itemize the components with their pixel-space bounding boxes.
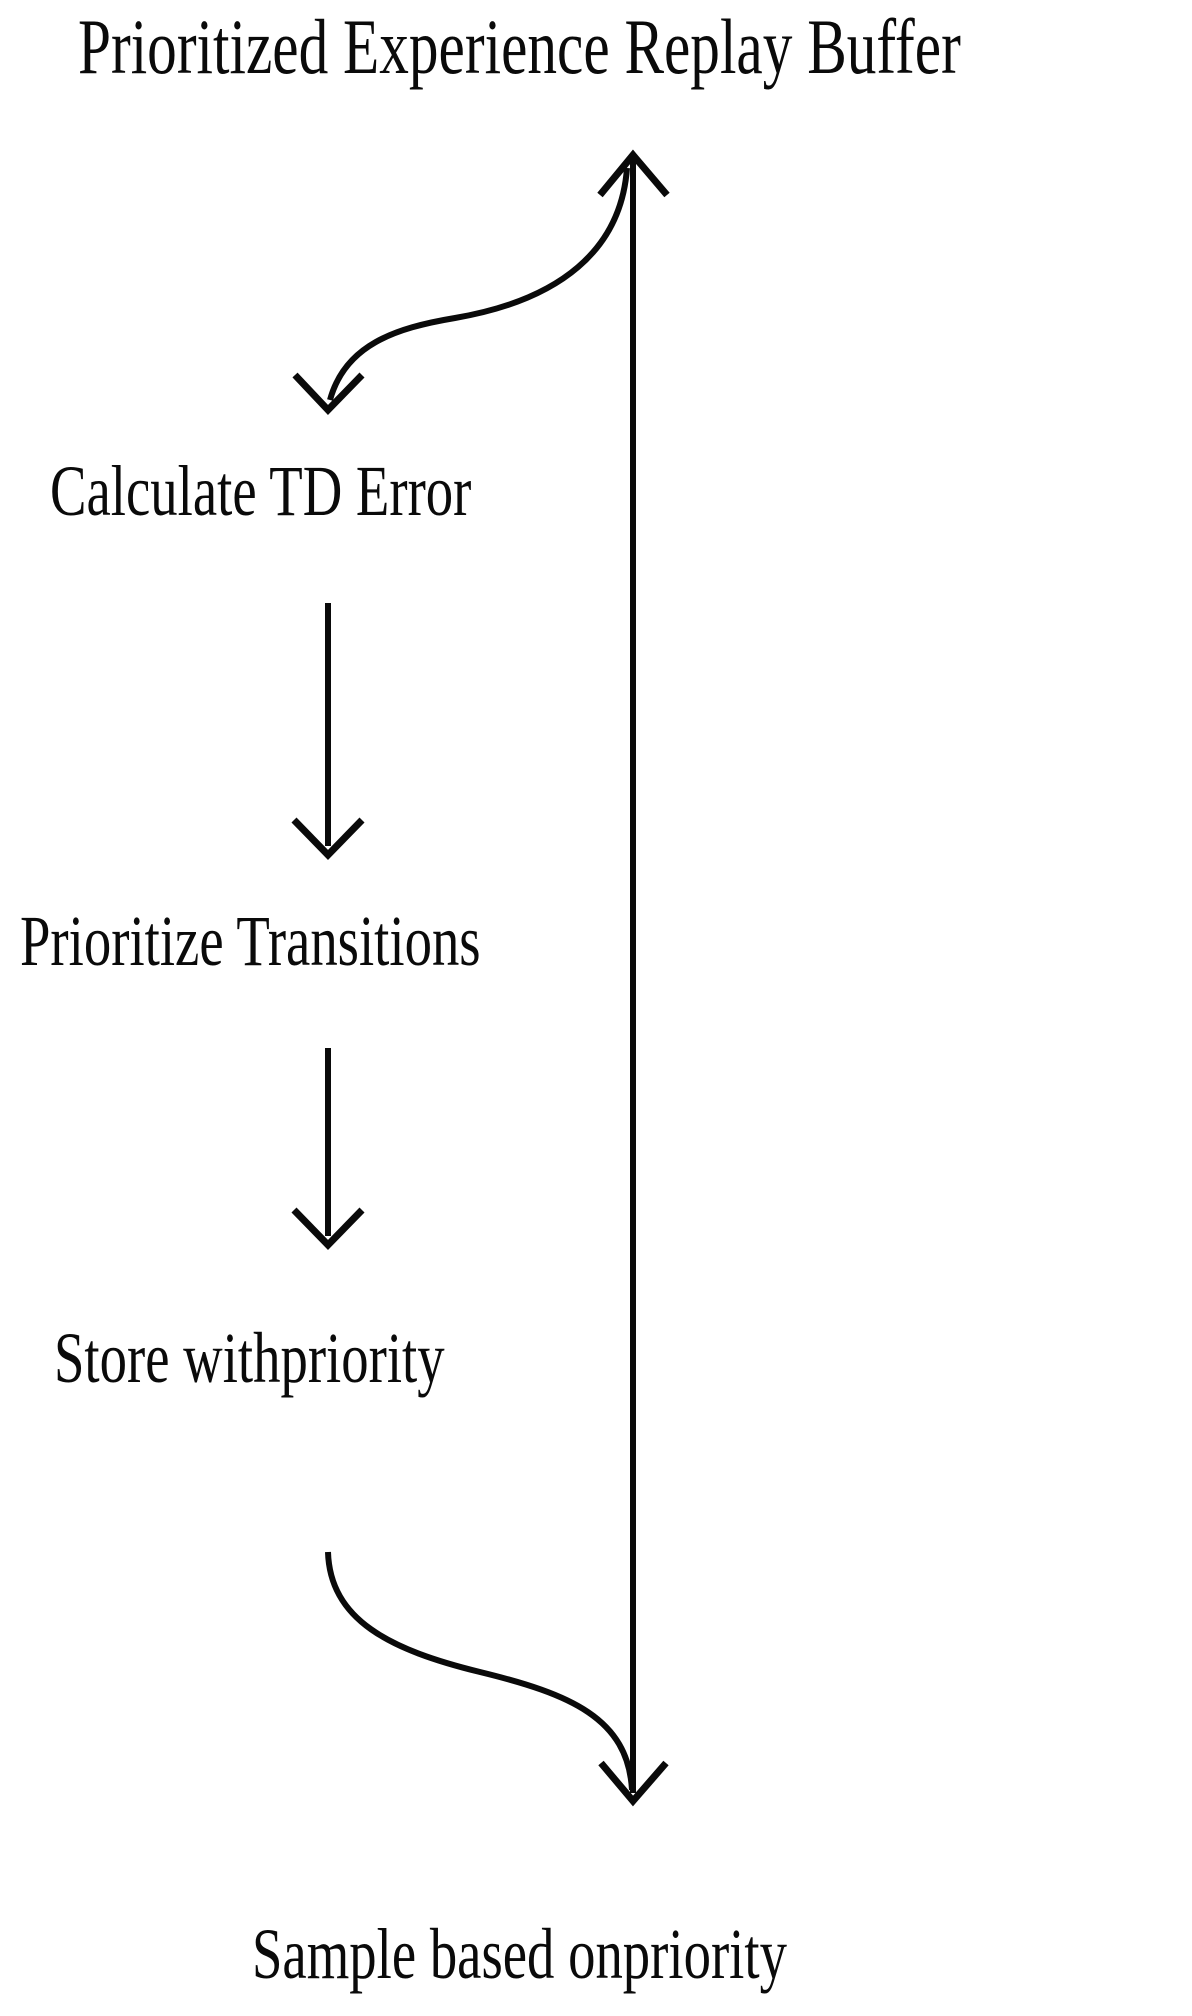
node-store-with-priority: Store withpriority — [54, 1318, 445, 1398]
page-title: Prioritized Experience Replay Buffer — [78, 3, 961, 90]
node-prioritize-transitions: Prioritize Transitions — [20, 901, 481, 981]
edge-calculate-to-prioritize-arrowhead-icon — [291, 817, 365, 861]
edge-buffer-to-calculate-arrowhead-icon — [292, 372, 365, 416]
edge-store-to-sample-path — [325, 1551, 635, 1791]
edge-buffer-to-calculate-path — [327, 167, 630, 401]
edge-prioritize-to-store-arrowhead-icon — [291, 1207, 365, 1251]
node-sample-based-on-priority: Sample based onpriority — [252, 1914, 787, 1994]
spine-down-arrowhead-icon — [598, 1760, 669, 1807]
node-calculate-td-error: Calculate TD Error — [50, 451, 472, 531]
spine-up-arrowhead-icon — [597, 149, 670, 198]
